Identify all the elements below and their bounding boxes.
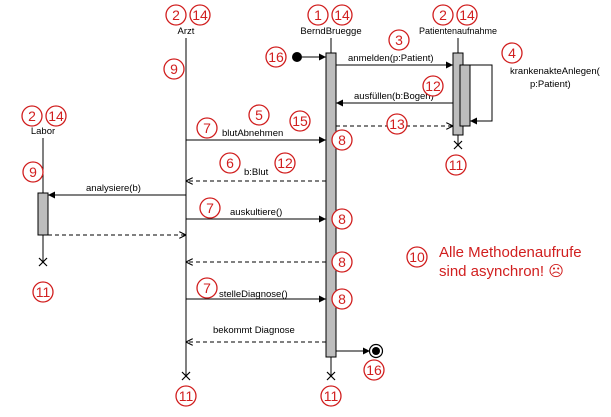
svg-text:13: 13 [389,116,405,132]
marker-activation-1: 8 [331,129,353,151]
svg-text:11: 11 [324,388,339,404]
svg-text:14: 14 [459,7,475,23]
lifeline-label-labor: Labor [31,126,55,137]
svg-text:9: 9 [170,61,178,77]
svg-text:2: 2 [172,7,180,23]
svg-text:16: 16 [366,362,382,378]
svg-text:2: 2 [28,108,36,124]
marker-final: 16 [363,359,385,381]
marker-arzt-activation: 9 [163,58,185,80]
svg-text:8: 8 [338,254,346,270]
msg-anmelden-label: anmelden(p:Patient) [348,53,434,64]
svg-text:6: 6 [226,155,234,171]
marker-labor-a: 2 [21,105,43,127]
msg-krankenakte-self [463,64,493,125]
svg-text:4: 4 [508,45,516,61]
lifeline-label-patientenaufnahme: Patientenaufnahme [419,26,497,36]
activation-labor [37,192,49,236]
msg-auskultiere-label: auskultiere() [230,207,282,218]
destroy-patientenaufnahme [453,140,463,150]
destroy-arzt [181,371,191,381]
svg-text:9: 9 [29,164,37,180]
marker-blut-15: 15 [289,110,311,132]
svg-text:2: 2 [439,7,447,23]
svg-text:11: 11 [449,157,464,173]
svg-text:5: 5 [255,107,263,123]
marker-msg-auskultiere: 7 [199,197,221,219]
msg-analysiere-label: analysiere(b) [86,183,141,194]
svg-text:11: 11 [36,284,51,300]
return-b-blut-label: b:Blut [244,167,269,178]
initial-node [292,52,302,62]
marker-arzt-b: 14 [189,4,211,26]
marker-start: 16 [265,46,287,68]
lifeline-label-arzt: Arzt [178,26,195,37]
marker-note: 10 [406,246,428,268]
marker-end-labor: 11 [32,281,54,303]
marker-activation-3: 8 [331,251,353,273]
marker-patient-b: 14 [456,4,478,26]
svg-text:7: 7 [203,280,211,296]
svg-text:8: 8 [338,291,346,307]
msg-krankenakte-label-1: krankenakteAnlegen( [510,66,601,77]
marker-return-patient: 13 [386,113,408,135]
marker-end-arzt: 11 [175,385,197,407]
marker-msg-diagnose: 7 [196,277,218,299]
msg-ausfuellen-label: ausfüllen(b:Bogen) [354,91,434,102]
svg-text:16: 16 [268,49,284,65]
marker-msg-blut: 7 [196,117,218,139]
marker-activation-4: 8 [331,288,353,310]
svg-text:12: 12 [277,155,293,171]
svg-text:8: 8 [338,211,346,227]
svg-text:1: 1 [314,7,322,23]
lifeline-label-bernd: BerndBruegge [300,26,361,37]
return-bekommt-diagnose-label: bekommt Diagnose [213,325,295,336]
msg-stelle-diagnose-label: stelleDiagnose() [219,289,288,300]
marker-activation-2: 8 [331,208,353,230]
svg-text:3: 3 [395,32,403,48]
svg-text:7: 7 [206,200,214,216]
marker-anmelden: 3 [388,29,410,51]
msg-blut-abnehmen-label: blutAbnehmen [222,128,283,139]
note-line-2: sind asynchron! ☹ [439,263,564,280]
msg-krankenakte-label-2: p:Patient) [530,79,571,90]
marker-krankenakte: 4 [501,42,523,64]
marker-b-blut-a: 6 [219,152,241,174]
activation-patientenaufnahme-self [459,64,471,127]
marker-arzt-a: 2 [165,4,187,26]
svg-text:14: 14 [334,7,350,23]
marker-bernd-a: 1 [307,4,329,26]
svg-text:14: 14 [192,7,208,23]
final-node-dot [372,347,380,355]
note-line-1: Alle Methodenaufrufe [439,244,582,261]
destroy-labor [38,257,48,267]
marker-bernd-b: 14 [331,4,353,26]
destroy-bernd [326,371,336,381]
marker-ausfuellen: 12 [422,75,444,97]
activation-bernd [325,52,337,358]
svg-text:15: 15 [292,113,308,129]
svg-text:8: 8 [338,132,346,148]
svg-text:11: 11 [179,388,194,404]
marker-end-patient: 11 [445,154,467,176]
svg-text:12: 12 [425,78,441,94]
marker-blut: 5 [248,104,270,126]
marker-b-blut-b: 12 [274,152,296,174]
svg-text:10: 10 [409,249,425,265]
marker-end-bernd: 11 [320,385,342,407]
svg-text:7: 7 [203,120,211,136]
marker-patient-a: 2 [432,4,454,26]
marker-labor-activation: 9 [22,161,44,183]
marker-labor-b: 14 [45,105,67,127]
svg-text:14: 14 [48,108,64,124]
